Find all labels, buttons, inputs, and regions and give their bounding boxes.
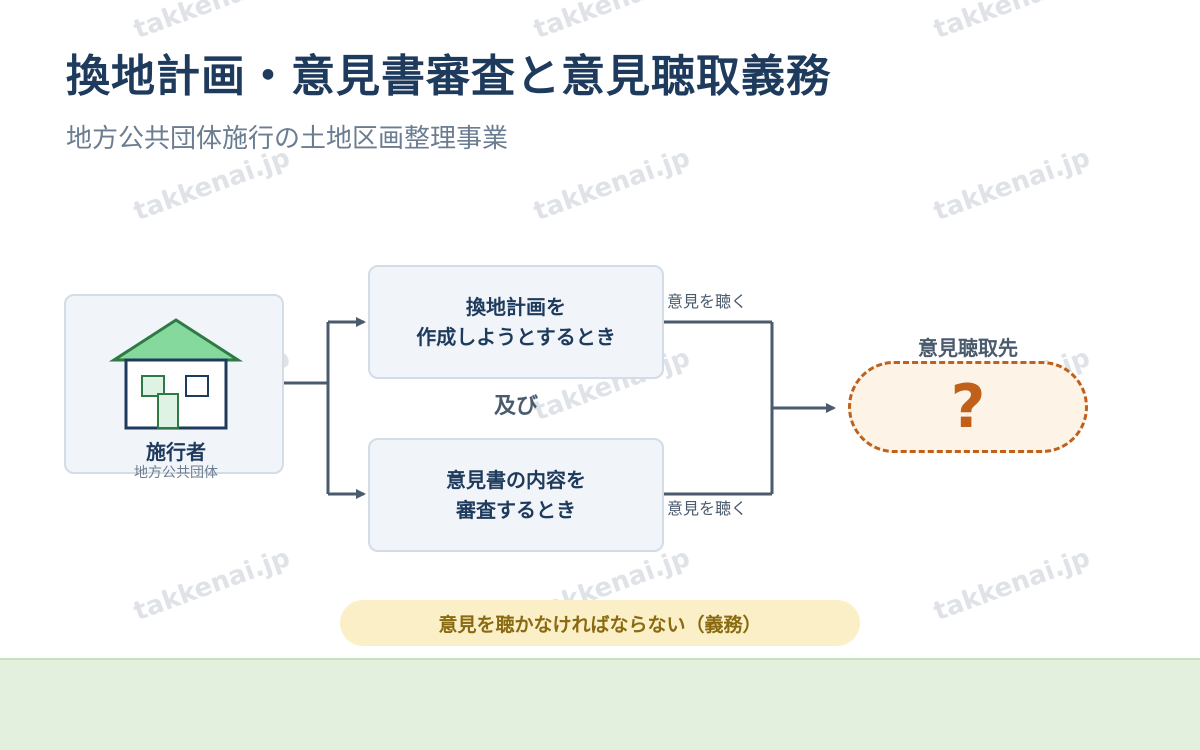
conjunction-label: 及び [493, 394, 538, 419]
page-subtitle: 地方公共団体施行の土地区画整理事業 [66, 124, 509, 154]
page-title: 換地計画・意見書審査と意見聴取義務 [66, 51, 831, 102]
actor-sub: 地方公共団体 [134, 465, 218, 481]
actor-box: 施行者 地方公共団体 [64, 294, 284, 481]
condition-2-line-2: 審査するとき [456, 498, 576, 522]
target-box: ? [848, 361, 1088, 453]
condition-box-1: 換地計画を 作成しようとするとき [368, 265, 664, 379]
actor-name: 施行者 [146, 440, 206, 464]
condition-1-line-2: 作成しようとするとき [416, 325, 616, 349]
house-icon [108, 318, 244, 430]
condition-1-line-1: 換地計画を [466, 295, 566, 319]
condition-2-line-1: 意見書の内容を [446, 468, 586, 492]
target-label: 意見聴取先 [918, 336, 1018, 360]
condition-box-2: 意見書の内容を 審査するとき [368, 438, 664, 552]
obligation-badge: 意見を聴かなければならない（義務） [340, 600, 860, 646]
footer-band [0, 658, 1200, 750]
edge-label-1: 意見を聴く [667, 292, 748, 311]
question-mark-icon: ? [950, 372, 986, 442]
edge-label-2: 意見を聴く [667, 499, 748, 518]
